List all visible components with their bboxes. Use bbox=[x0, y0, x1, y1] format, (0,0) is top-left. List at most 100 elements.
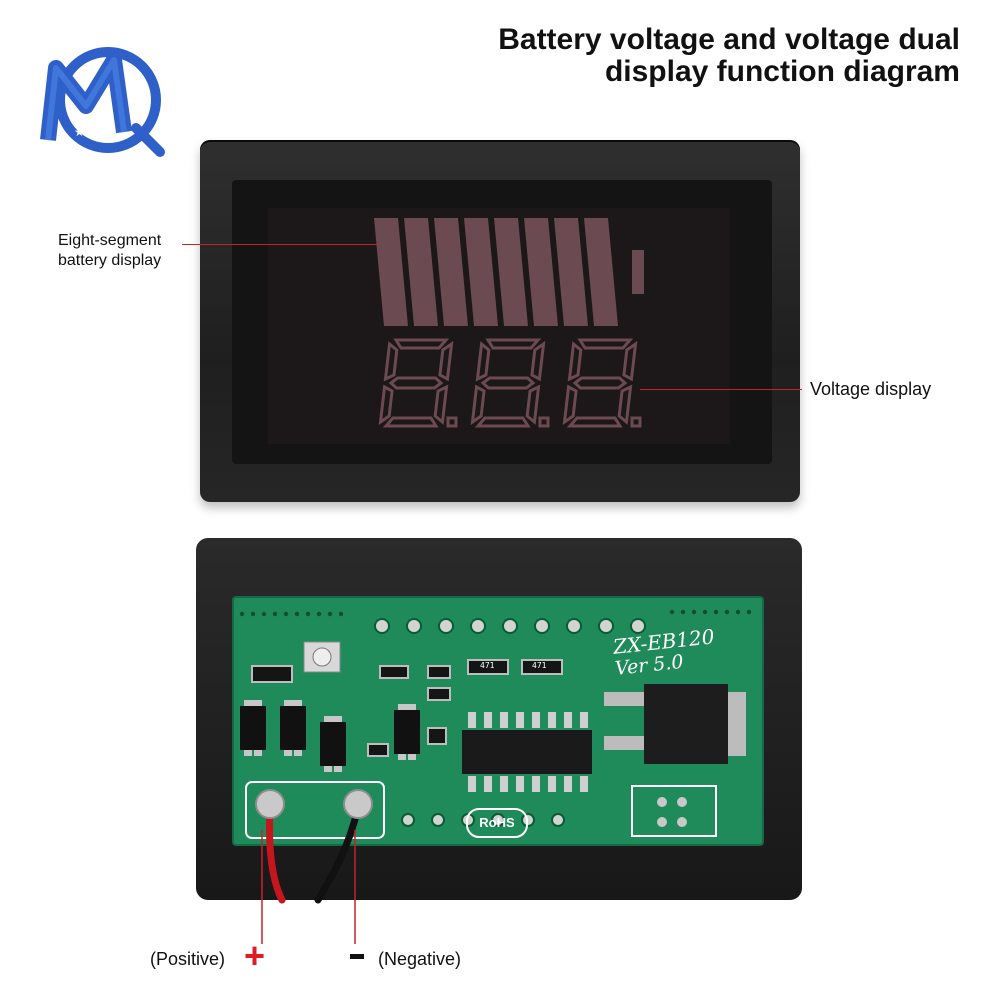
battery-bar-segment bbox=[404, 218, 438, 326]
digit-segment bbox=[382, 416, 439, 428]
header-pin bbox=[431, 813, 445, 827]
svg-text:★: ★ bbox=[86, 121, 94, 131]
test-pad bbox=[677, 797, 687, 807]
header-pin bbox=[566, 618, 582, 634]
ic-pin bbox=[532, 776, 540, 792]
silkscreen-outline bbox=[631, 785, 717, 837]
battery-bar-segment bbox=[524, 218, 558, 326]
battery-bar-segment bbox=[434, 218, 468, 326]
smd-chip bbox=[427, 665, 451, 679]
battery-bar-segment bbox=[584, 218, 618, 326]
wire-pad-outline bbox=[245, 781, 385, 839]
ic-pin bbox=[484, 776, 492, 792]
battery-bar-segment bbox=[494, 218, 528, 326]
header-pin bbox=[551, 813, 565, 827]
voltage-display-callout-label: Voltage display bbox=[810, 379, 932, 399]
digit-segment bbox=[567, 341, 583, 382]
smd-chip bbox=[467, 659, 509, 675]
decimal-point bbox=[446, 416, 458, 428]
digit-segment bbox=[378, 384, 394, 426]
negative-label: (Negative) bbox=[378, 949, 462, 969]
diagram-title: Battery voltage and voltage dual display… bbox=[440, 24, 960, 88]
transistor-package bbox=[240, 706, 266, 750]
ic-pin bbox=[564, 712, 572, 728]
ic-pin bbox=[548, 712, 556, 728]
header-pin bbox=[401, 813, 415, 827]
smd-chip bbox=[251, 665, 293, 683]
rohs-mark: RoHS bbox=[466, 808, 528, 838]
svg-text:★: ★ bbox=[92, 132, 101, 143]
digit-segment bbox=[525, 384, 541, 425]
transistor-lead bbox=[254, 750, 262, 756]
smd-chip bbox=[521, 659, 563, 675]
ic-pin bbox=[500, 712, 508, 728]
header-pin bbox=[630, 618, 646, 634]
transistor-lead bbox=[408, 754, 416, 760]
transistor-lead bbox=[324, 766, 332, 772]
ic-pin bbox=[516, 712, 524, 728]
via-dot bbox=[691, 609, 697, 615]
digit-segment bbox=[393, 338, 450, 350]
transistor-tab bbox=[284, 700, 302, 706]
smd-chip bbox=[427, 727, 447, 745]
digit-segment bbox=[383, 341, 399, 382]
header-pin bbox=[406, 618, 422, 634]
via-dot bbox=[746, 609, 752, 615]
transistor-lead bbox=[398, 754, 406, 760]
svg-text:★: ★ bbox=[74, 125, 85, 139]
smd-chip bbox=[367, 743, 389, 757]
digit-segment bbox=[474, 416, 531, 428]
via-dot bbox=[250, 611, 256, 617]
title-line-2: display function diagram bbox=[604, 55, 960, 88]
minus-sign-icon bbox=[350, 954, 364, 959]
ic-pin bbox=[532, 712, 540, 728]
digit-segment bbox=[470, 384, 486, 426]
digit-segment bbox=[480, 376, 536, 390]
ic-pin bbox=[516, 776, 524, 792]
regulator-lead bbox=[604, 736, 644, 750]
transistor-lead bbox=[334, 766, 342, 772]
via-dot bbox=[735, 609, 741, 615]
main-ic bbox=[462, 730, 592, 774]
header-pin bbox=[598, 618, 614, 634]
via-dot bbox=[338, 611, 344, 617]
via-dot bbox=[294, 611, 300, 617]
voltage-display-leader-line bbox=[640, 389, 802, 390]
via-dot bbox=[713, 609, 719, 615]
eight-segment-label-line-1: Eight-segment bbox=[58, 232, 162, 249]
smd-chip bbox=[427, 687, 451, 701]
transistor-lead bbox=[244, 750, 252, 756]
eight-segment-label-line-2: battery display bbox=[58, 252, 162, 269]
header-pin bbox=[374, 618, 390, 634]
title-line-1: Battery voltage and voltage dual bbox=[498, 23, 960, 56]
digit-segment bbox=[485, 338, 542, 350]
ic-pin bbox=[548, 776, 556, 792]
test-pad bbox=[657, 797, 667, 807]
battery-bar-segment bbox=[374, 218, 408, 326]
via-dot bbox=[680, 609, 686, 615]
via-dot bbox=[327, 611, 333, 617]
regulator-lead bbox=[604, 692, 644, 706]
transistor-package bbox=[280, 706, 306, 750]
voltage-regulator bbox=[644, 684, 728, 764]
transistor-tab bbox=[244, 700, 262, 706]
ic-pin bbox=[564, 776, 572, 792]
battery-bar-segment bbox=[554, 218, 588, 326]
digit-segment bbox=[530, 340, 546, 382]
display-segments bbox=[374, 218, 644, 428]
digit-segment bbox=[566, 416, 623, 428]
battery-bar-segment bbox=[464, 218, 498, 326]
mq-logo-icon: ★ ★ ★ bbox=[40, 47, 165, 157]
plus-sign-icon: + bbox=[244, 935, 266, 976]
via-dot bbox=[316, 611, 322, 617]
transistor-package bbox=[394, 710, 420, 754]
header-pin bbox=[438, 618, 454, 634]
battery-tip bbox=[632, 250, 644, 294]
digit-segment bbox=[617, 384, 633, 425]
smd-chip bbox=[379, 665, 409, 679]
decimal-point bbox=[630, 416, 642, 428]
transistor-tab bbox=[398, 704, 416, 710]
ic-pin bbox=[500, 776, 508, 792]
via-dot bbox=[702, 609, 708, 615]
resistor-code-2: 471 bbox=[532, 661, 547, 670]
